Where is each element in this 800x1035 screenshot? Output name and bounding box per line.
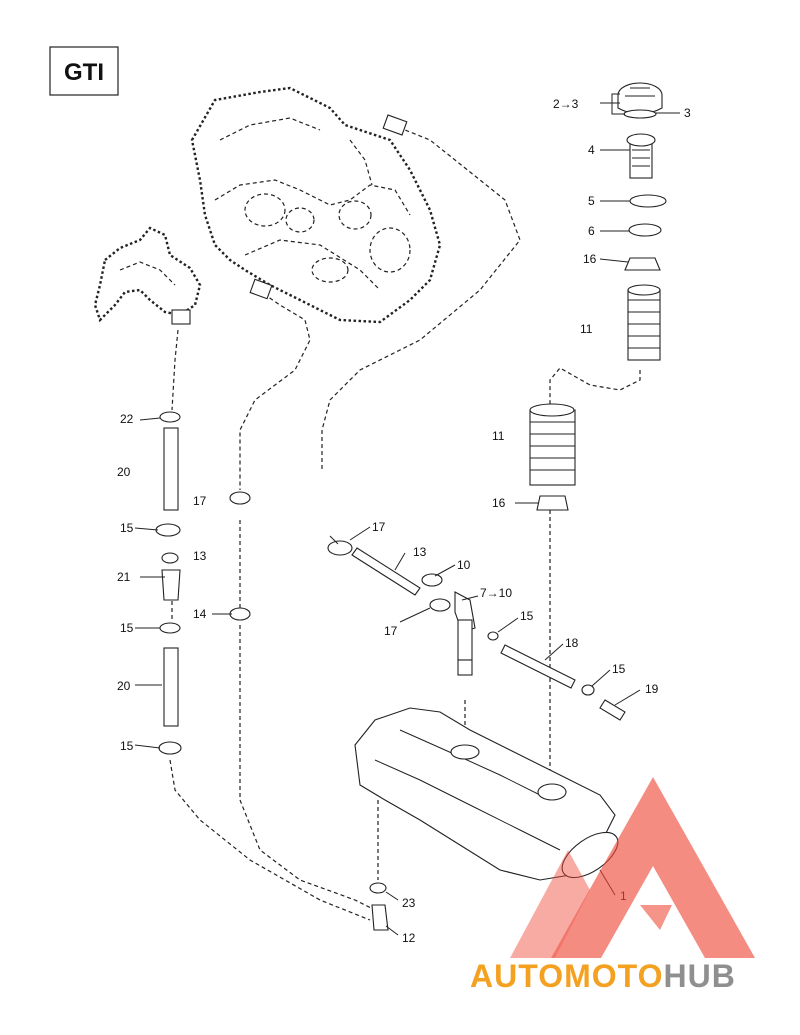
callout-17-center-upper: 17 (372, 520, 386, 534)
callout-11-upper: 11 (580, 322, 593, 336)
callout-6: 6 (588, 224, 595, 238)
engine-outline (190, 86, 442, 324)
left-vent-line-parts (155, 411, 251, 755)
callout-13-left: 13 (193, 549, 207, 563)
callout-18: 18 (565, 636, 579, 650)
watermark-text: AUTOMOTOHUB (470, 958, 736, 994)
callout-2-3: 2→3 (553, 97, 579, 111)
callout-14: 14 (193, 607, 207, 621)
watermark-text-hub: HUB (663, 958, 735, 994)
callout-19: 19 (645, 682, 659, 696)
callout-22: 22 (120, 412, 134, 426)
callout-4: 4 (588, 143, 595, 157)
callout-5: 5 (588, 194, 595, 208)
watermark-text-auto: AUTO (470, 958, 564, 994)
model-title: GTI (64, 59, 104, 86)
filler-neck-bellows (529, 403, 576, 511)
callout-7-10: 7→10 (480, 586, 512, 600)
automotohub-watermark: AUTOMOTOHUB (470, 777, 755, 994)
tank-bottom-fittings (369, 882, 389, 931)
watermark-triangle-logo (510, 777, 755, 958)
callout-15-e: 15 (612, 662, 626, 676)
callout-16-lower: 16 (492, 496, 506, 510)
callout-3: 3 (684, 106, 691, 120)
callout-16-upper: 16 (583, 252, 597, 266)
callout-15-a: 15 (120, 521, 134, 535)
callout-17-center-lower: 17 (384, 624, 398, 638)
callout-17-left: 17 (193, 494, 207, 508)
callout-15-b: 15 (120, 621, 134, 635)
callout-leaders (134, 93, 680, 936)
callout-11-lower: 11 (492, 429, 505, 443)
callout-12: 12 (402, 931, 416, 945)
vent-manifold-parts (327, 540, 626, 721)
engine-fittings (249, 114, 408, 300)
callout-15-c: 15 (120, 739, 134, 753)
model-title-box: GTI (49, 46, 119, 96)
filler-cap-assembly (617, 82, 667, 361)
callout-20-lower: 20 (117, 679, 131, 693)
callout-10: 10 (457, 558, 471, 572)
fuel-tank (354, 707, 619, 881)
callout-21: 21 (117, 570, 131, 584)
callout-23: 23 (402, 896, 416, 910)
callout-20-upper: 20 (117, 465, 131, 479)
watermark-text-moto: MOTO (564, 958, 663, 994)
callout-labels: 2→3 3 4 5 6 16 11 11 16 22 20 17 15 13 2… (117, 97, 691, 945)
callout-15-d: 15 (520, 609, 534, 623)
left-bracket-outline (93, 226, 202, 325)
callout-13-center: 13 (413, 545, 427, 559)
